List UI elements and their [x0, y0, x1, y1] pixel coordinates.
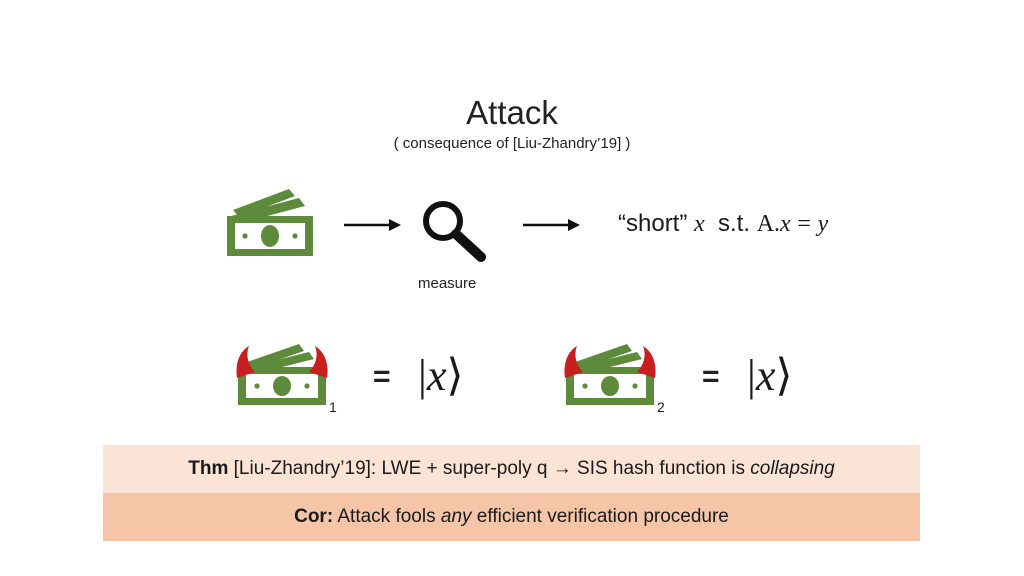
y-variable: y	[817, 211, 829, 237]
magnifying-glass-icon	[423, 201, 486, 262]
ket-x-1: |x⟩	[418, 350, 464, 401]
ket-x-2: |x⟩	[747, 350, 793, 401]
right-arrow-icon	[523, 219, 580, 231]
theorem-emphasis: collapsing	[750, 458, 835, 479]
matrix-a: A	[756, 211, 775, 237]
ket-variable: x	[755, 351, 776, 400]
x-variable: x	[780, 211, 791, 237]
subscript-2: 2	[657, 399, 665, 415]
short-x-statement: “short” x s.t. A.x = y	[618, 210, 828, 238]
devil-money-bills-icon	[236, 344, 328, 405]
slide-title: Attack	[466, 94, 558, 131]
x-variable: x	[694, 211, 705, 237]
corollary-label: Cor:	[294, 506, 334, 527]
dot-operator: .	[774, 211, 781, 237]
ket-left-bar: |	[747, 351, 756, 400]
corollary-emphasis: any	[440, 506, 472, 527]
devil-money-bills-icon	[564, 344, 656, 405]
equals-sign: =	[797, 211, 811, 237]
corollary-text-tail: efficient verification procedure	[471, 506, 729, 527]
right-arrow-icon: →	[552, 458, 572, 479]
equals-sign: =	[702, 360, 720, 393]
equals-sign: =	[373, 360, 391, 393]
ket-left-bar: |	[418, 351, 427, 400]
corollary-bar: Cor: Attack fools any efficient verifica…	[103, 493, 920, 541]
ket-variable: x	[426, 351, 447, 400]
money-bills-icon	[227, 189, 313, 256]
ket-right-angle: ⟩	[775, 351, 793, 400]
theorem-text: [Liu-Zhandry’19]: LWE + super-poly q	[228, 458, 553, 479]
slide-subtitle: ( consequence of [Liu-Zhandry’19] )	[393, 135, 631, 152]
subscript-1: 1	[329, 399, 337, 415]
corollary-text: Attack fools	[333, 506, 441, 527]
measure-label: measure	[418, 275, 477, 292]
theorem-bar: Thm [Liu-Zhandry’19]: LWE + super-poly q…	[103, 445, 920, 493]
short-quote: “short”	[618, 210, 688, 237]
such-that-text: s.t.	[718, 210, 751, 237]
right-arrow-icon	[344, 219, 401, 231]
theorem-text-tail: SIS hash function is	[571, 458, 751, 479]
ket-right-angle: ⟩	[446, 351, 464, 400]
theorem-label: Thm	[188, 458, 229, 479]
